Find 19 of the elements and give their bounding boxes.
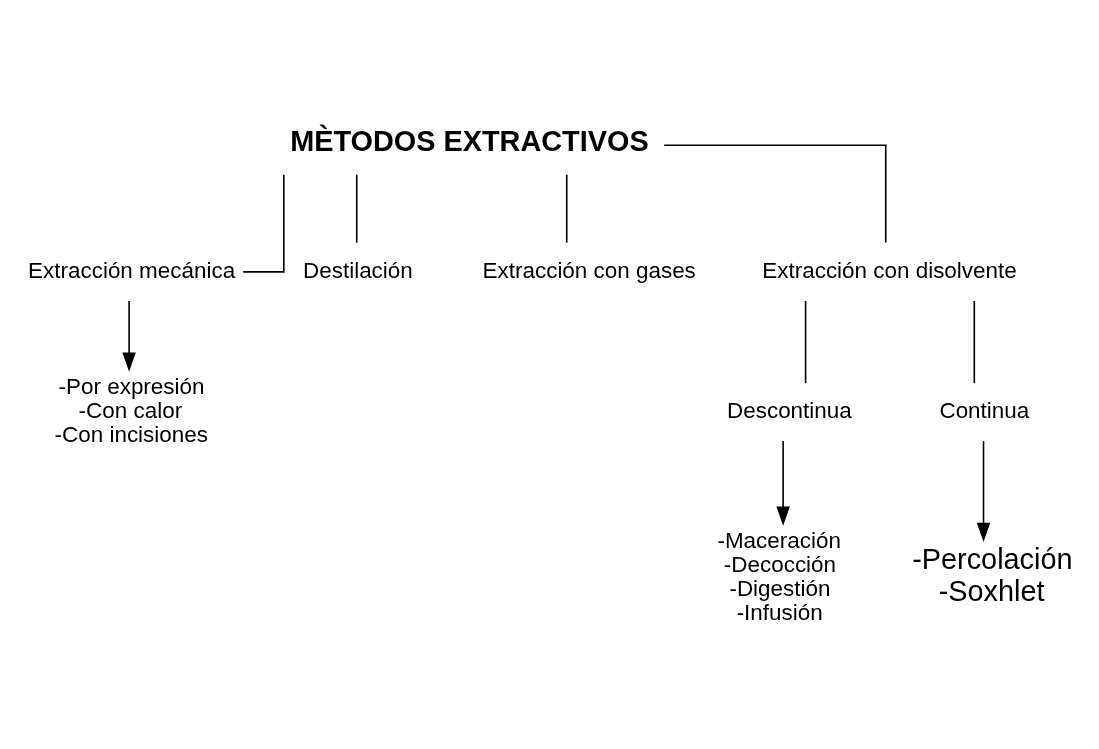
- node-text: Extracción con disolvente: [762, 257, 1017, 283]
- arrow: [976, 440, 991, 542]
- node-text: Extracción mecánica: [28, 257, 236, 283]
- arrow: [776, 440, 790, 526]
- connector: [242, 173, 285, 273]
- connector: [663, 144, 887, 244]
- connector: [355, 173, 358, 244]
- connector: [565, 173, 568, 244]
- node-text: MÈTODOS EXTRACTIVOS: [290, 124, 649, 157]
- node-text: -Por expresión -Con calor -Con incisiones: [54, 374, 208, 448]
- node-text: -Percolación -Soxhlet: [912, 543, 1073, 608]
- arrow: [122, 300, 136, 372]
- node-text: Destilación: [303, 257, 413, 283]
- node-text: Descontinua: [727, 398, 852, 424]
- node-text: Continua: [939, 398, 1030, 424]
- connector: [804, 300, 807, 384]
- connector: [973, 300, 976, 384]
- node-text: -Maceración -Decocción -Digestión -Infusión: [717, 527, 841, 626]
- node-text: Extracción con gases: [482, 257, 696, 283]
